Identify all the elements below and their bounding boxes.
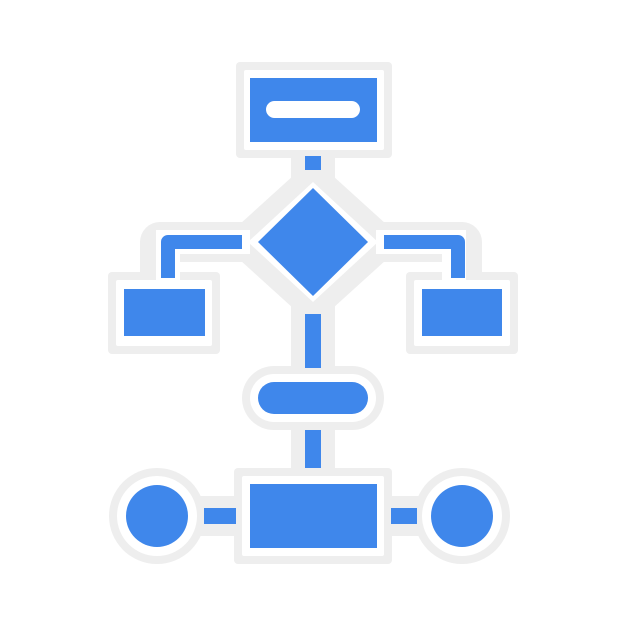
connector-middle — [305, 314, 321, 368]
right-branch-box — [422, 289, 502, 336]
connector-bottom-left — [204, 508, 236, 524]
connector-left-branch — [161, 235, 242, 278]
start-bar — [266, 101, 360, 118]
left-circle-node — [126, 485, 188, 547]
process-box-bottom — [250, 484, 377, 548]
connector-right-branch — [384, 235, 465, 278]
connector-lower — [305, 430, 321, 468]
terminator-pill — [258, 382, 368, 414]
left-branch-box — [124, 289, 205, 336]
right-circle-node — [431, 485, 493, 547]
connector-top — [305, 156, 321, 170]
decision-diamond — [258, 188, 368, 296]
fill-layer — [124, 78, 502, 548]
connector-bottom-right — [391, 508, 417, 524]
